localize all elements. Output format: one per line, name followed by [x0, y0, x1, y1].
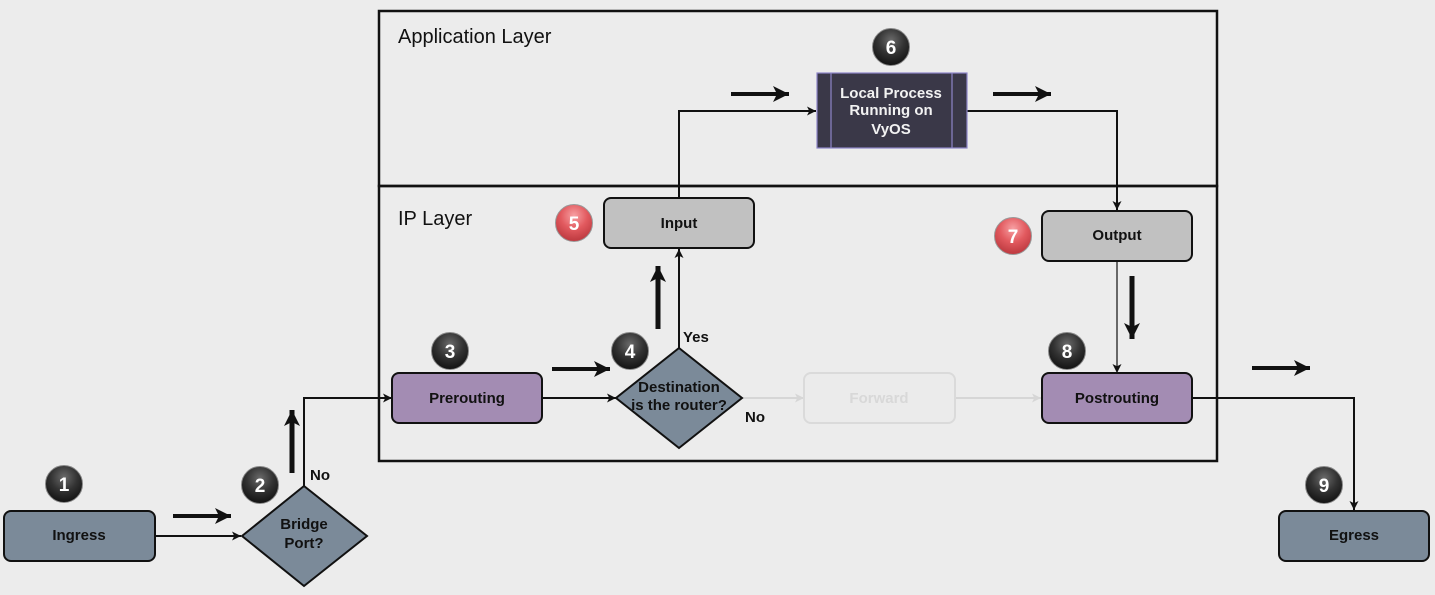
node-local-process: Local Process Running on VyOS — [816, 72, 968, 149]
step-badge-6: 6 — [872, 28, 910, 66]
node-egress-label: Egress — [1329, 527, 1379, 544]
edge-local-process-output — [967, 110, 1122, 210]
node-prerouting-label: Prerouting — [429, 390, 505, 407]
step-badge-9-number: 9 — [1319, 476, 1330, 497]
ip-layer: IP Layer — [377, 184, 1219, 463]
node-local-process-label-line3: VyOS — [871, 121, 910, 138]
node-forward: Forward — [803, 372, 956, 424]
step-badge-8: 8 — [1048, 332, 1086, 370]
edge-labels: No Yes No — [310, 329, 765, 484]
step-badge-1: 1 — [45, 465, 83, 503]
step-badge-3-number: 3 — [445, 342, 456, 363]
node-input-label: Input — [661, 215, 698, 232]
edge-label-destination-no: No — [745, 409, 765, 426]
node-input: Input — [603, 197, 755, 249]
step-badge-6-number: 6 — [886, 38, 897, 59]
step-badge-1-number: 1 — [59, 475, 70, 496]
node-destination: Destination is the router? — [614, 346, 744, 450]
step-badges: 1 2 3 4 5 6 7 8 — [45, 28, 1343, 504]
step-badge-4-number: 4 — [625, 342, 636, 363]
step-badge-7: 7 — [994, 217, 1032, 255]
application-layer-title: Application Layer — [398, 26, 552, 48]
connectors — [155, 106, 1359, 541]
node-local-process-label-line2: Running on — [849, 102, 932, 119]
node-destination-label-line2: is the router? — [631, 397, 727, 414]
node-local-process-label-line1: Local Process — [840, 85, 942, 102]
edge-bridge-prerouting — [303, 393, 392, 486]
application-layer: Application Layer — [377, 9, 1219, 188]
ip-layer-title: IP Layer — [398, 208, 472, 230]
node-ingress: Ingress — [3, 510, 156, 562]
edge-input-local-process — [678, 106, 816, 198]
node-output-label: Output — [1092, 227, 1141, 244]
step-badge-5: 5 — [555, 204, 593, 242]
node-ingress-label: Ingress — [52, 527, 105, 544]
node-prerouting: Prerouting — [391, 372, 543, 424]
edge-postrouting-egress — [1192, 397, 1359, 510]
node-bridge-port-label-line2: Port? — [284, 535, 323, 552]
node-bridge-port-label-line1: Bridge — [280, 516, 328, 533]
node-postrouting: Postrouting — [1041, 372, 1193, 424]
step-badge-4: 4 — [611, 332, 649, 370]
edge-label-destination-yes: Yes — [683, 329, 709, 346]
node-output: Output — [1041, 210, 1193, 262]
step-badge-3: 3 — [431, 332, 469, 370]
node-forward-label: Forward — [849, 390, 908, 407]
step-badge-9: 9 — [1305, 466, 1343, 504]
node-postrouting-label: Postrouting — [1075, 390, 1159, 407]
step-badge-7-number: 7 — [1008, 227, 1019, 248]
node-bridge-port: Bridge Port? — [240, 484, 369, 588]
node-egress: Egress — [1278, 510, 1430, 562]
node-destination-label-line1: Destination — [638, 379, 720, 396]
direction-arrows — [173, 86, 1310, 524]
step-badge-8-number: 8 — [1062, 342, 1073, 363]
step-badge-2: 2 — [241, 466, 279, 504]
step-badge-5-number: 5 — [569, 214, 580, 235]
step-badge-2-number: 2 — [255, 476, 266, 497]
edge-label-bridge-no: No — [310, 467, 330, 484]
